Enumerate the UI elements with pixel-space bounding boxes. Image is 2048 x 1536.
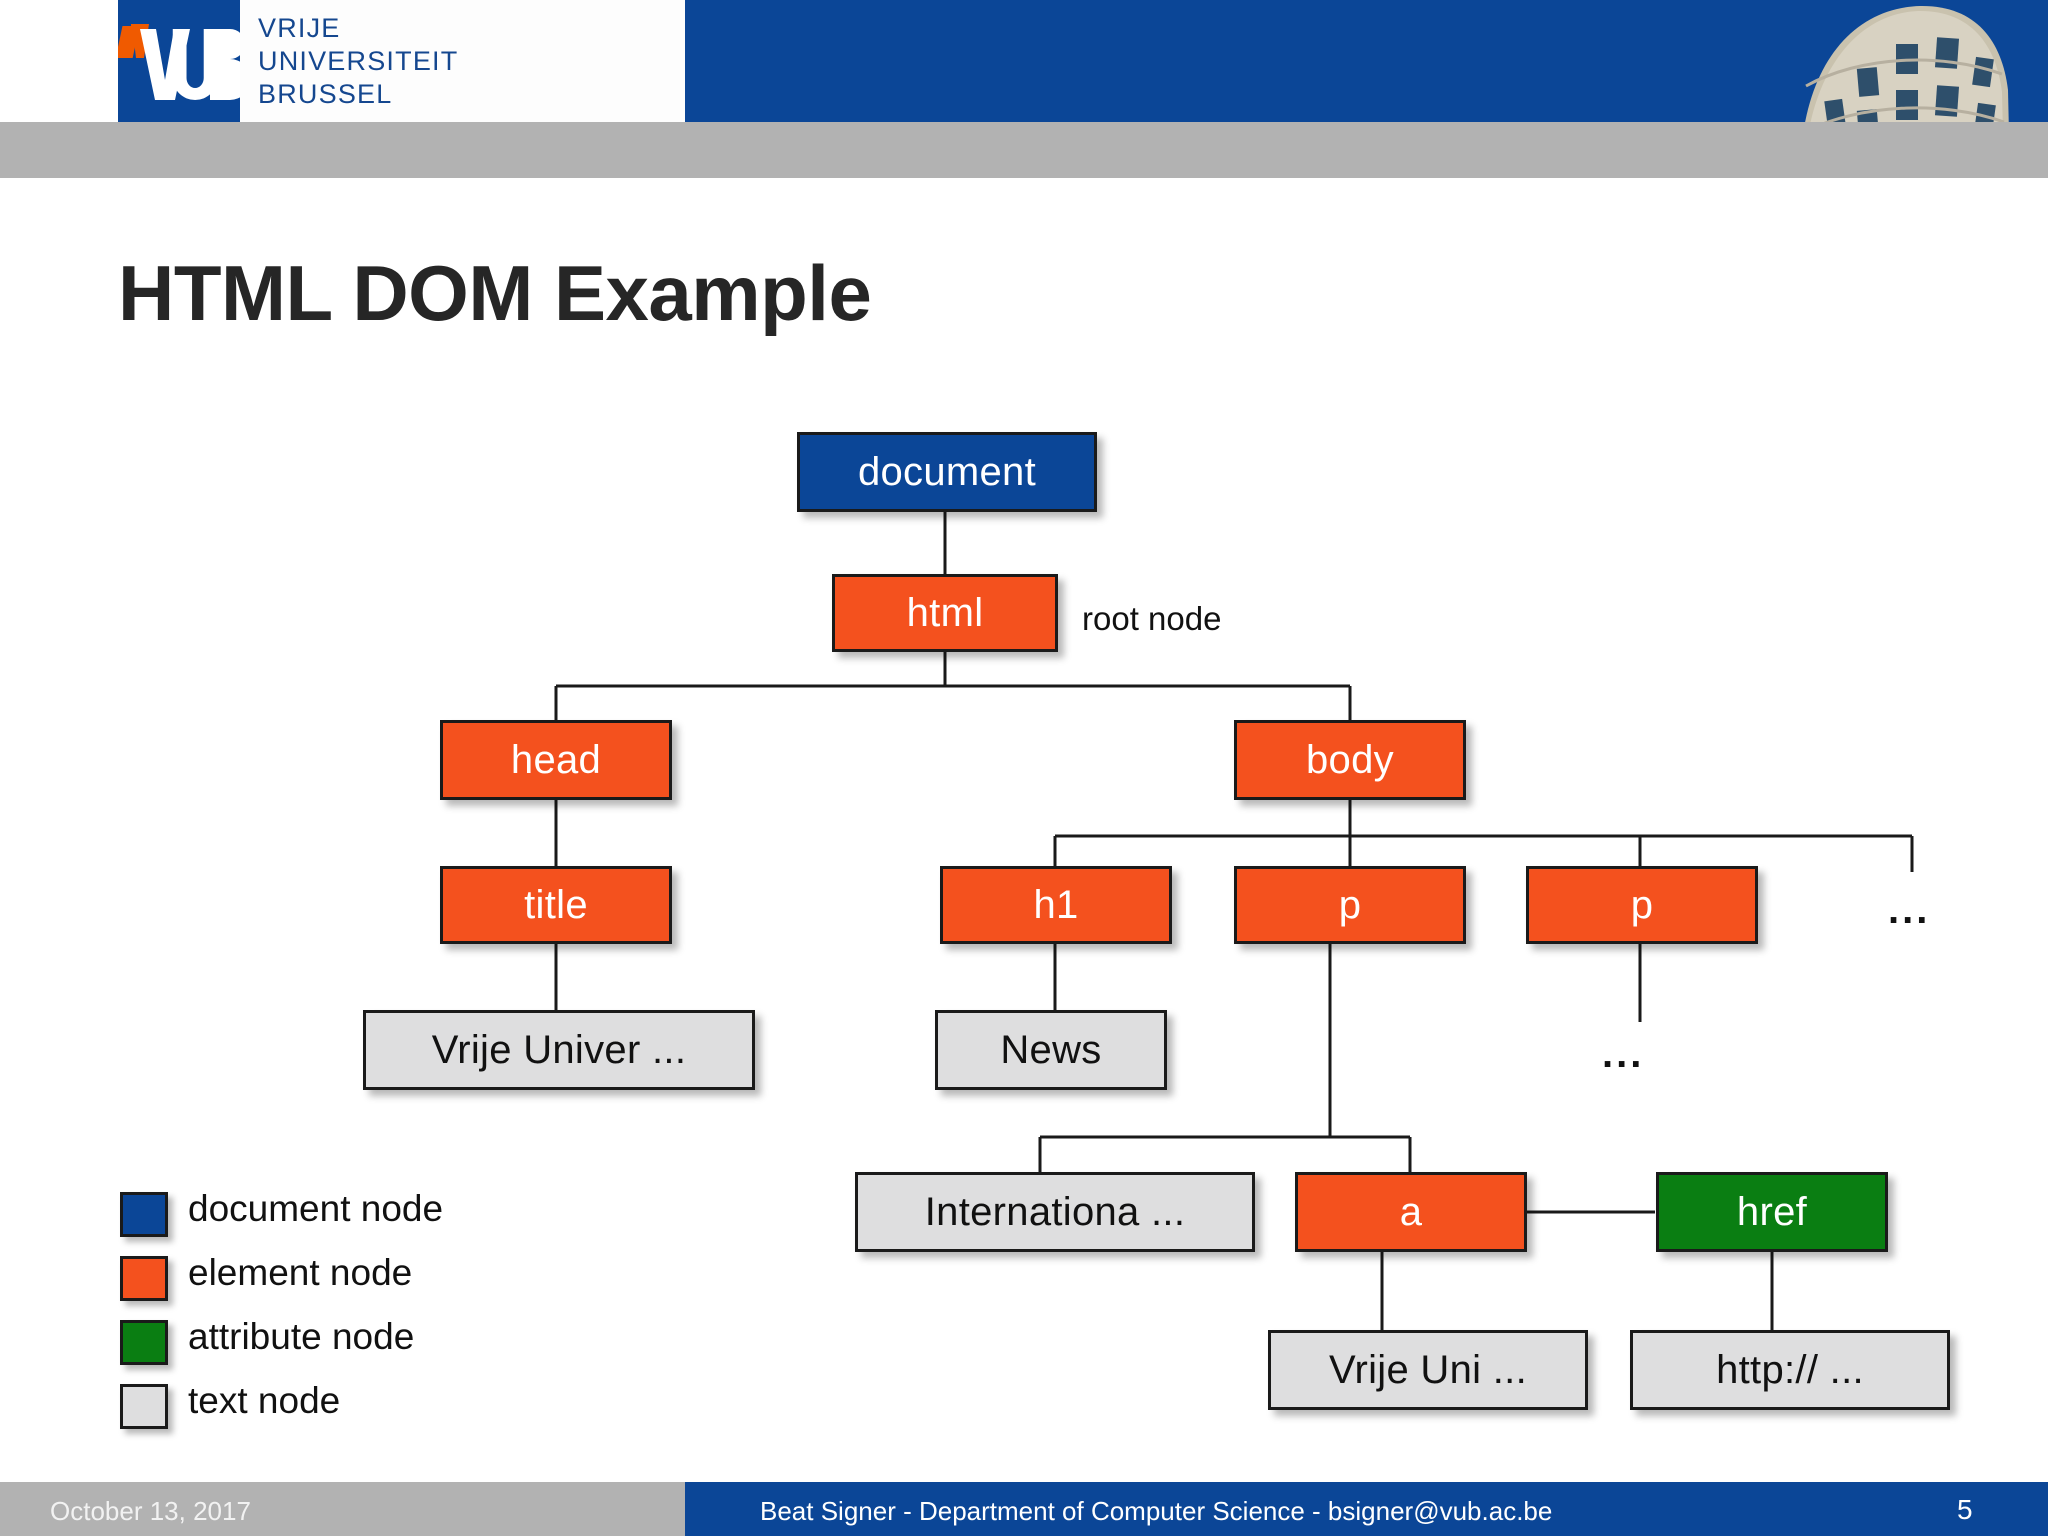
legend-label-text-node: text node [188,1380,341,1421]
header-gray-band [0,122,2048,178]
legend-label-element-node: element node [188,1252,413,1293]
legend-label-document-node: document node [188,1188,444,1229]
root-node-annotation: root node [1082,600,1222,637]
footer-gray-band [0,1482,685,1536]
tree-node-body[interactable]: body [1234,720,1466,800]
tree-node-html[interactable]: html [832,574,1058,652]
legend-swatch-text-node [120,1384,168,1429]
logo-line-3: BRUSSEL [258,79,393,109]
tree-node-head[interactable]: head [440,720,672,800]
logo-line-1: VRIJE [258,13,341,43]
logo-line-2: UNIVERSITEIT [258,46,459,76]
legend-label-attribute-node: attribute node [188,1316,415,1357]
footer-date: October 13, 2017 [50,1496,251,1526]
vub-logo-wordmark: VRIJE UNIVERSITEIT BRUSSEL [258,12,458,111]
tree-node-p-first[interactable]: p [1234,866,1466,944]
tree-node-a-text[interactable]: Vrije Uni ... [1268,1330,1588,1410]
tree-node-h1-text[interactable]: News [935,1010,1167,1090]
footer-author-line: Beat Signer - Department of Computer Sci… [760,1496,1553,1526]
tree-node-h1[interactable]: h1 [940,866,1172,944]
tree-node-p-text[interactable]: Internationa ... [855,1172,1255,1252]
vub-logo-icon [118,24,240,100]
header-white-panel [240,0,685,122]
tree-node-href-text[interactable]: http:// ... [1630,1330,1950,1410]
tree-node-document[interactable]: document [797,432,1097,512]
tree-node-title-text[interactable]: Vrije Univer ... [363,1010,755,1090]
p-second-child-ellipsis: ... [1602,1032,1645,1076]
header-left-white-strip [0,0,118,122]
tree-node-title[interactable]: title [440,866,672,944]
footer-page-number: 5 [1957,1494,1973,1525]
legend-swatch-element-node [120,1256,168,1301]
page-title: HTML DOM Example [118,249,872,337]
tree-node-href[interactable]: href [1656,1172,1888,1252]
tree-node-p-second[interactable]: p [1526,866,1758,944]
body-children-ellipsis: ... [1888,888,1931,932]
legend-swatch-document-node [120,1192,168,1237]
legend-swatch-attribute-node [120,1320,168,1365]
tree-node-a[interactable]: a [1295,1172,1527,1252]
vub-logo-mark [118,0,240,122]
footer-blue-band [685,1482,2048,1536]
